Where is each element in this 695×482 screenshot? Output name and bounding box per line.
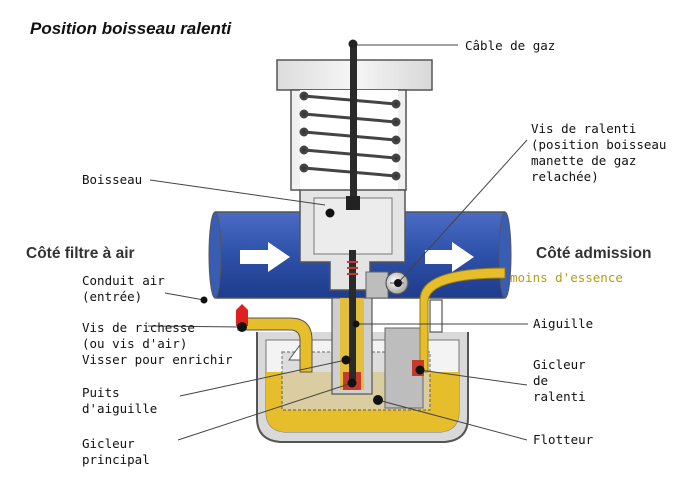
needle-label: Aiguille — [533, 316, 594, 331]
jet-needle — [347, 250, 358, 380]
air-duct-label: Conduit air(entrée) — [82, 273, 165, 304]
air-filter-side-label: Côté filtre à air — [26, 245, 135, 262]
diagram-title: Position boisseau ralenti — [30, 19, 232, 38]
leader-lines — [147, 44, 528, 441]
airflow-arrow-left — [240, 242, 290, 272]
intake-side-label: Côté admission — [536, 245, 652, 262]
throttle-cable — [348, 39, 358, 196]
float-label: Flotteur — [533, 432, 594, 447]
bowl-side-wall — [429, 299, 443, 333]
throttle-cable-label: Câble de gaz — [465, 38, 556, 53]
leader-dots — [200, 208, 425, 405]
mixture-screw — [236, 304, 248, 326]
less-fuel-label: moins d'essence — [510, 270, 623, 285]
slide-label: Boisseau — [82, 172, 143, 187]
mixture-screw-label: Vis de richesse(ou vis d'air)Visser pour… — [82, 320, 233, 367]
return-spring — [299, 91, 401, 181]
airflow-arrow-right — [425, 242, 474, 272]
